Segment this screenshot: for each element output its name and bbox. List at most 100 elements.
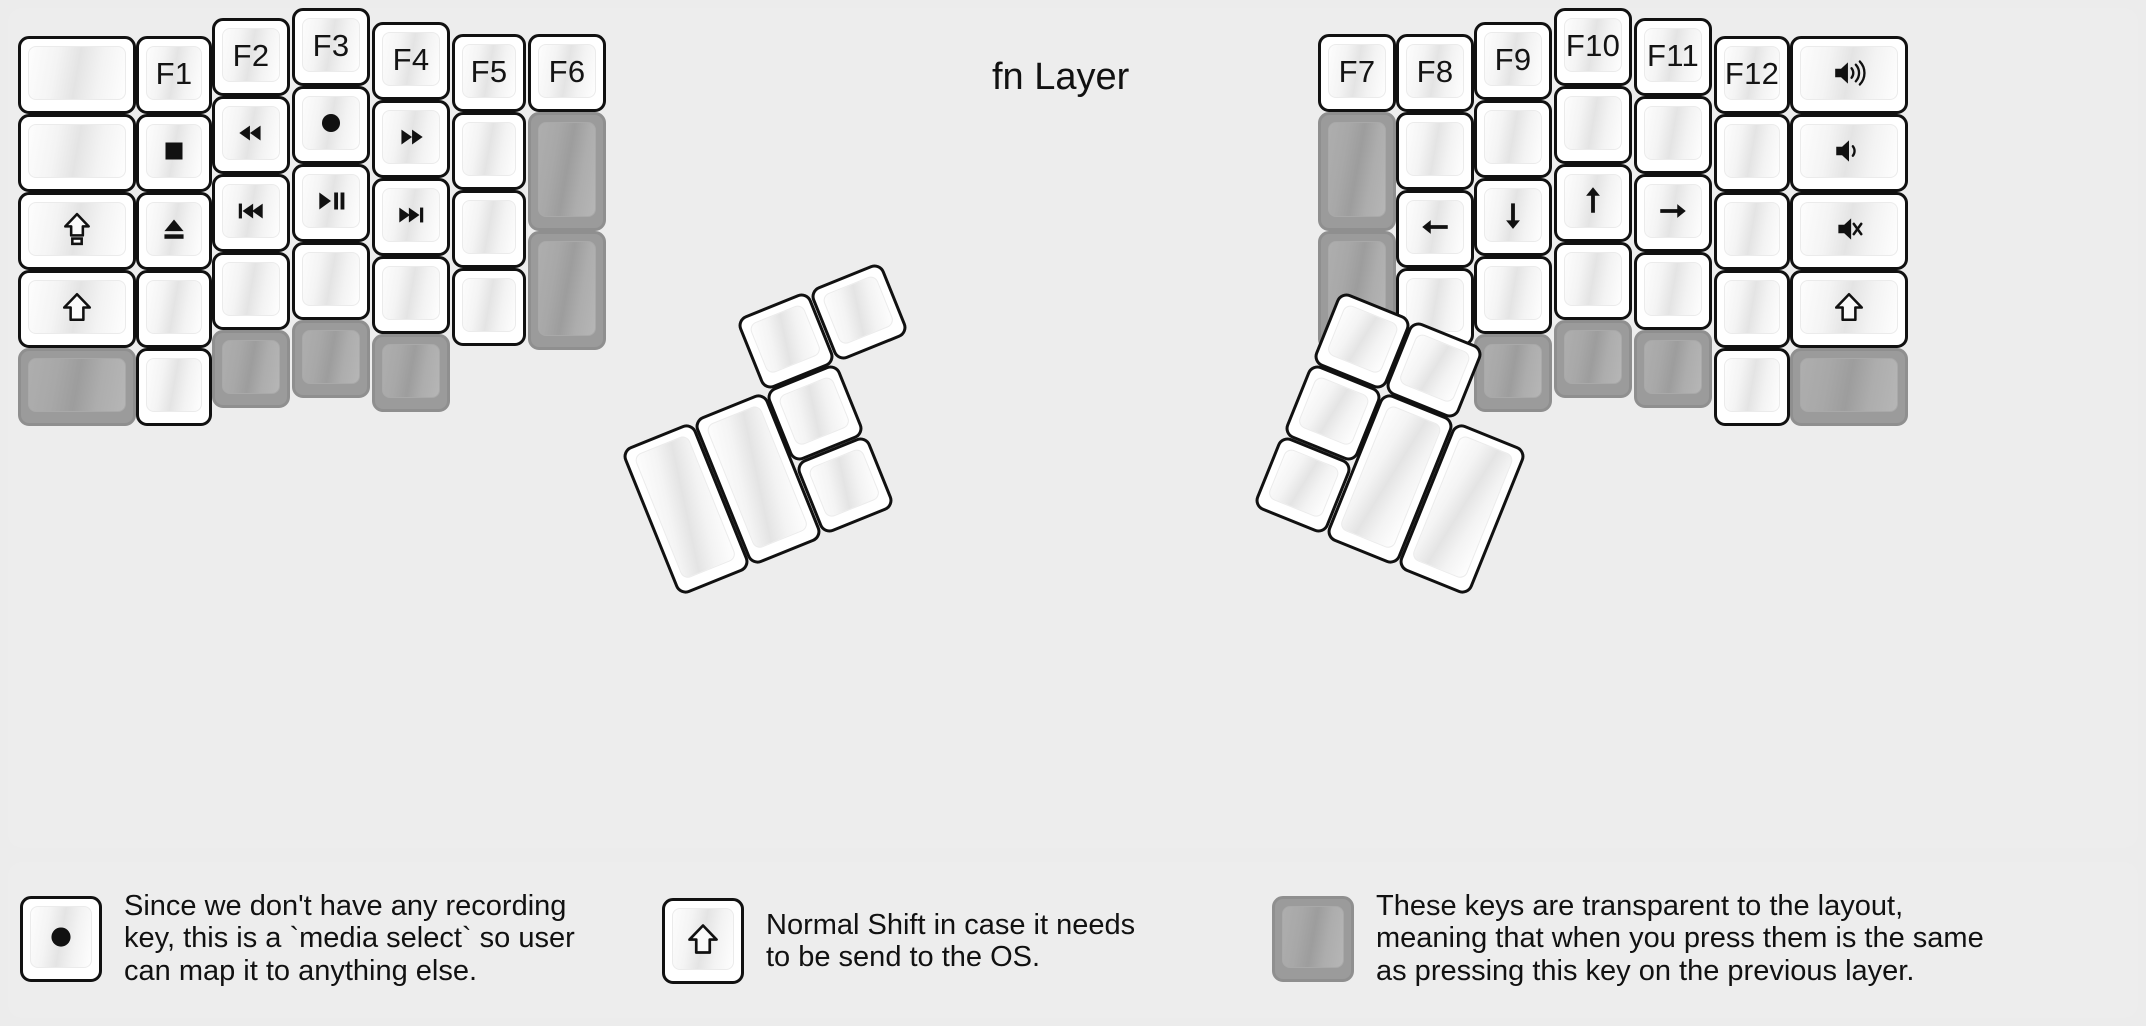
key-right-col-ring-3[interactable] [1634, 252, 1712, 330]
key-right-col-index-1[interactable] [1474, 100, 1552, 178]
keycap-face [1800, 46, 1898, 100]
keycap-face [462, 44, 516, 98]
key-left-col-index-inner-3[interactable] [452, 268, 526, 346]
key-left-col-index-inner-2[interactable] [452, 190, 526, 268]
key-left-col-pinky-outer-2[interactable] [18, 192, 136, 270]
keycap-face [28, 46, 126, 100]
key-left-col-pinky-outer-0[interactable] [18, 36, 136, 114]
key-left-col-inner-1[interactable] [528, 112, 606, 231]
key-left-col-ring-1[interactable] [212, 96, 290, 174]
keycap-face [1484, 266, 1542, 320]
key-right-col-ring-2[interactable] [1634, 174, 1712, 252]
keycap-face [1564, 174, 1622, 228]
keycap-face [28, 202, 126, 256]
key-right-col-middle-2[interactable] [1554, 164, 1632, 242]
keycap-face [302, 96, 360, 150]
key-left-col-index-inner-1[interactable] [452, 112, 526, 190]
key-left-col-pinky-4[interactable] [136, 348, 212, 426]
keycap-face [806, 447, 881, 520]
key-left-col-ring-2[interactable] [212, 174, 290, 252]
key-left-col-inner-0[interactable]: F6 [528, 34, 606, 112]
key-right-col-pinky-outer-1[interactable] [1790, 114, 1908, 192]
legend-item-record: Since we don't have any recording key, t… [20, 890, 575, 987]
key-right-col-pinky-4[interactable] [1714, 348, 1790, 426]
key-left-col-middle-4[interactable] [292, 320, 370, 398]
key-right-col-pinky-3[interactable] [1714, 270, 1790, 348]
keycap-face [1564, 96, 1622, 150]
key-right-col-inner-0[interactable]: F7 [1318, 34, 1396, 112]
legend-text-transparent: These keys are transparent to the layout… [1376, 890, 1984, 987]
key-right-col-middle-0[interactable]: F10 [1554, 8, 1632, 86]
keycap-face [28, 358, 126, 412]
key-right-col-pinky-2[interactable] [1714, 192, 1790, 270]
keycap-face [1644, 184, 1702, 238]
key-left-col-index-1[interactable] [372, 100, 450, 178]
keycap-face [1484, 344, 1542, 398]
keycap-face [1282, 905, 1344, 968]
key-left-col-middle-0[interactable]: F3 [292, 8, 370, 86]
key-left-col-pinky-0[interactable]: F1 [136, 36, 212, 114]
key-right-col-index-4[interactable] [1474, 334, 1552, 412]
key-right-col-pinky-1[interactable] [1714, 114, 1790, 192]
legend-key-record [20, 895, 102, 982]
keycap-face [146, 46, 202, 100]
key-left-col-pinky-outer-3[interactable] [18, 270, 136, 348]
legend-text-record: Since we don't have any recording key, t… [124, 890, 575, 987]
key-left-col-ring-3[interactable] [212, 252, 290, 330]
key-left-col-inner-2[interactable] [528, 231, 606, 350]
legend-key-shift [662, 898, 744, 984]
key-right-col-inner-1[interactable] [1318, 112, 1396, 231]
key-right-col-middle-1[interactable] [1554, 86, 1632, 164]
key-right-col-pinky-outer-0[interactable] [1790, 36, 1908, 114]
keycap-face [1397, 332, 1472, 405]
keycap-face [1800, 124, 1898, 178]
key-right-col-middle-3[interactable] [1554, 242, 1632, 320]
legend-panel [8, 862, 2138, 1018]
key-left-col-index-4[interactable] [372, 334, 450, 412]
key-left-col-middle-3[interactable] [292, 242, 370, 320]
key-right-col-ring-4[interactable] [1634, 330, 1712, 408]
key-left-col-index-inner-0[interactable]: F5 [452, 34, 526, 112]
legend-swatch-key [662, 898, 744, 984]
key-left-col-ring-0[interactable]: F2 [212, 18, 290, 96]
key-left-col-pinky-outer-4[interactable] [18, 348, 136, 426]
key-left-col-pinky-2[interactable] [136, 192, 212, 270]
key-left-col-pinky-1[interactable] [136, 114, 212, 192]
key-right-col-middle-4[interactable] [1554, 320, 1632, 398]
key-left-col-pinky-3[interactable] [136, 270, 212, 348]
keycap-face [28, 124, 126, 178]
keycap-face [672, 908, 734, 970]
key-right-col-pinky-outer-4[interactable] [1790, 348, 1908, 426]
key-left-col-middle-2[interactable] [292, 164, 370, 242]
keycap-face [382, 344, 440, 398]
key-left-col-middle-1[interactable] [292, 86, 370, 164]
keycap-face [146, 358, 202, 412]
keycap-face [146, 124, 202, 178]
key-right-col-pinky-0[interactable]: F12 [1714, 36, 1790, 114]
keycap-face [538, 241, 596, 336]
key-left-col-index-2[interactable] [372, 178, 450, 256]
legend-item-shift: Normal Shift in case it needs to be send… [662, 898, 1135, 984]
keycap-face [382, 110, 440, 164]
keycap-face [222, 184, 280, 238]
keycap-face [1724, 358, 1780, 412]
keycap-face [1724, 280, 1780, 334]
page-title: fn Layer [992, 56, 1130, 98]
key-right-col-pinky-outer-2[interactable] [1790, 192, 1908, 270]
key-right-col-index-inner-0[interactable]: F8 [1396, 34, 1474, 112]
key-left-col-index-3[interactable] [372, 256, 450, 334]
key-right-col-index-3[interactable] [1474, 256, 1552, 334]
key-right-col-index-inner-1[interactable] [1396, 112, 1474, 190]
key-right-col-ring-1[interactable] [1634, 96, 1712, 174]
key-left-col-ring-4[interactable] [212, 330, 290, 408]
key-right-col-index-2[interactable] [1474, 178, 1552, 256]
key-right-col-index-0[interactable]: F9 [1474, 22, 1552, 100]
legend-key-transparent [1272, 895, 1354, 982]
key-left-col-index-0[interactable]: F4 [372, 22, 450, 100]
keycap-face [222, 28, 280, 82]
keycap-face [1644, 340, 1702, 394]
key-left-col-pinky-outer-1[interactable] [18, 114, 136, 192]
key-right-col-pinky-outer-3[interactable] [1790, 270, 1908, 348]
key-right-col-ring-0[interactable]: F11 [1634, 18, 1712, 96]
key-right-col-index-inner-2[interactable] [1396, 190, 1474, 268]
